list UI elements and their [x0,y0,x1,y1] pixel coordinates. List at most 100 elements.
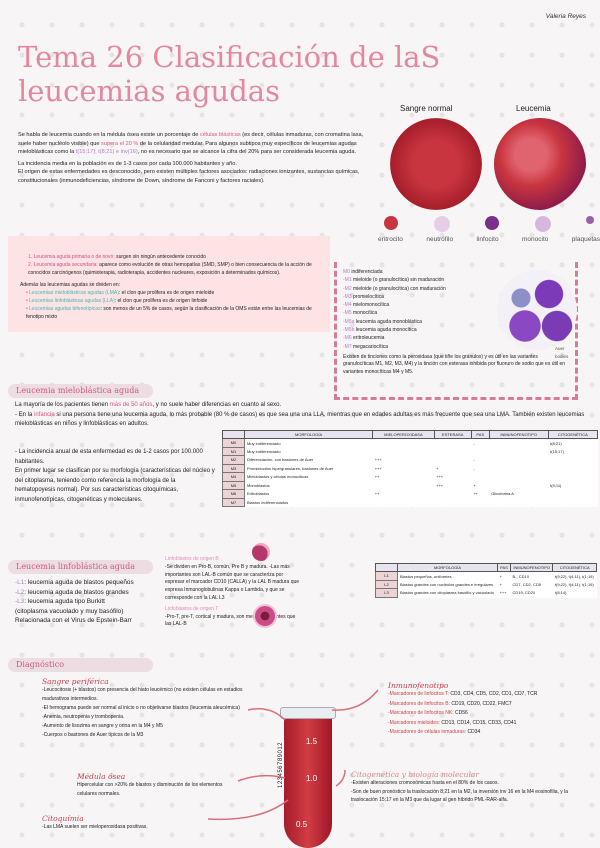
types-box: 1. Leucemia aguda primaria o de novo: su… [8,236,330,332]
table-cell: Muy indiferenciado [247,440,281,446]
fab-desc: promielocítica [351,293,384,300]
inm-item: -Marcadores de linfocitos NK: CD56 [388,709,598,719]
fab-code: -M1 [343,277,352,284]
lymphocyte-icon [485,216,499,230]
cq-text: -Las LMA suelen ser mieloperoxidasa posi… [42,824,148,830]
inm-item: -Marcadores de linfocitos B: CD19, CD20,… [388,700,598,710]
table-header-cell: PAS [470,430,490,439]
table-cell: t(15;17) [550,448,564,454]
types-list: • Leucemias mieloblásticas agudas (LMA):… [20,290,320,321]
table-header-cell: CITOGENÉTICA [547,430,599,439]
lma-text: La mayoría de los pacientes tienen más d… [15,401,595,430]
fab-list: M0 indiferenciada-M1 mieloide (o granulo… [343,268,569,351]
cg-item: -Son de buen pronóstico la traslocación … [351,788,569,804]
table-cell: B-, CD10 [512,573,529,579]
table-cell: Glicoforina A [491,491,514,497]
sp-item: -Cuerpos o bastones de Auer típicos de l… [42,732,144,738]
type-bullet: • Leucemias linfoblásticas agudas (LLA):… [26,297,208,304]
table-cell: ++ [374,474,380,480]
fab-code: -M6 [343,335,352,342]
t-text: -Pro-T, pre-T, cortical y madura, son me… [165,613,296,628]
sp-item: -Leucocitosis (+ blastos) con presencia … [42,687,243,702]
fab-item: M0 indiferenciada [343,268,569,276]
lma-heading: Leucemia mieloblástica aguda [8,384,153,398]
sp-title: Sangre periférica [42,677,109,686]
table-cell: t(9;11) [550,482,562,488]
intro-paragraph-3: El origen de estas enfermedades es desco… [18,169,360,184]
lma-p3: - La incidencia anual de esta enfermedad… [15,449,203,465]
table-cell: +++ [374,465,382,471]
inm-title: Inmunofenotipo [388,681,449,690]
fab-item: -M5a leucemia aguda monoblástica [343,318,569,326]
t-cell-icon [255,606,275,626]
table-cell: t(9;22), t(4;11), t(1;19) [554,581,594,587]
type-item: 2. Leucemia aguda secundaria: aparece co… [28,261,312,276]
intro-section: Se habla de leucemia cuando en la médula… [18,131,378,186]
table-cell: t(9;22), t(4;11), t(1;19) [554,573,594,579]
microscope-caption: Auer bodies [555,346,569,360]
inm-label: -Marcadores de células inmaduras: [388,729,467,735]
fab-code: -M4 [343,302,352,309]
bone-marrow: Médula ósea Hipercelular con >20% de bla… [77,772,227,799]
table-cell: + [473,482,476,488]
table-cell: Blastos grandes con citoplasma basófilo … [400,590,494,596]
inm-item: -Marcadores de células inmaduras: CD34 [388,728,598,738]
leukemia-blood-circle [494,118,586,210]
lla-list: -L1: leucemia aguda de blastos pequeños … [15,578,134,626]
microscope-image [497,270,577,350]
table-cell: + [499,573,502,579]
types-lead: Además las leucemias agudas se dividen e… [20,282,121,289]
fab-item: -M4 mielomonocítica [343,301,569,309]
label-plaquetas: plaquetas [571,236,600,243]
table-header-cell: MORFOLOGÍA [396,563,499,572]
table-header-cell: ESTERASA [433,430,472,439]
blood-tube: 123456789012 1.5 1.0 0.5 [278,707,338,848]
inm-list: -Marcadores de linfocitos T: CD3, CD4, C… [388,690,598,738]
inm-label: -Marcadores de linfocitos B: [388,700,450,707]
table-cell: - [473,440,475,446]
fab-code: M0 [343,269,350,275]
b-text: -Se dividen en Pro-B, común, Pre B y mad… [165,563,300,601]
erythrocyte-icon [384,216,398,230]
lla-heading: Leucemia linfoblástica aguda [8,560,153,574]
fab-desc: leucemia aguda monoblástica [354,318,422,325]
table-cell: + [499,581,502,587]
arrow-cq [207,799,289,821]
table-cell: +++ [499,590,507,596]
monocyte-icon [534,216,551,232]
fab-desc: leucemia aguda monocítica [354,327,417,334]
fab-item: -M2 mieloide (o granulocítica) con madur… [343,285,569,293]
fab-item: -M3 promielocítica [343,293,569,301]
cytochemistry: Citoquímia -Las LMA suelen ser mielopero… [42,814,242,832]
table-cell: CD19, CD20 [512,590,536,596]
cq-title: Citoquímia [42,814,84,823]
cell-icons [384,216,594,232]
table-cell: Blastos pequeños, uniformes [400,573,452,579]
neutrophil-icon [433,216,450,232]
table-cell: - [473,457,475,463]
fab-code: -M5b [343,327,355,334]
table-header-cell: CITOGENÉTICA [552,563,597,572]
inm-label: -Marcadores mieloides: [388,719,440,726]
fab-desc: mieloide (o granulocítica) sin maduració… [351,277,445,284]
cg-item: -Existen alteraciones cromosómicas hasta… [351,780,499,786]
arrow-inm [331,689,379,711]
tube-cap [280,707,336,719]
title-line-1: Tema 26 Clasificación de laS [18,40,441,74]
table-cell: Monoblastos [247,482,270,488]
lma-p1: La mayoría de los pacientes tienen más d… [15,402,282,408]
sp-list: -Leucocitosis (+ blastos) con presencia … [42,686,252,740]
type-item: 1. Leucemia aguda primaria o de novo: su… [28,254,206,260]
page-title: Tema 26 Clasificación de laS leucemias a… [18,40,440,108]
label-normal-blood: Sangre normal [400,104,453,113]
arrow-cg [335,769,346,787]
fab-item: -M5b leucemia aguda monocítica [343,326,569,334]
fab-code: -M5a [343,318,355,325]
cell-legend: eritrocito neutrófilo linfocito monocito… [378,236,600,243]
fab-code: -M2 [343,285,352,292]
table-cell: M7 [222,497,245,507]
